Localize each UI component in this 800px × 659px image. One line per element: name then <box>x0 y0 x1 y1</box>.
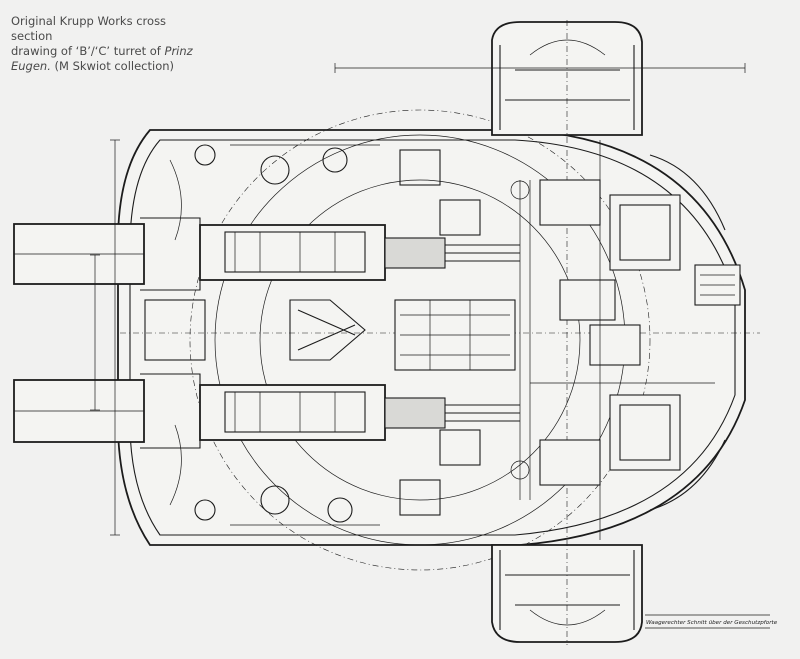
training-gear <box>649 154 741 511</box>
shell-hoists <box>519 140 681 540</box>
caption-ship-name-part2: Eugen. <box>11 59 51 73</box>
dimension-lines <box>90 63 746 536</box>
gun-barrels <box>13 217 201 449</box>
crew-seats-and-fittings <box>169 144 530 526</box>
rotation-circle <box>189 109 651 571</box>
photo-caption: Original Krupp Works cross section drawi… <box>11 14 201 74</box>
caption-credit: (M Skwiot collection) <box>50 59 175 73</box>
caption-line-2: drawing of ‘B’/‘C’ turret of Prinz <box>11 44 201 59</box>
caption-line-2-text: drawing of ‘B’/‘C’ turret of <box>11 44 165 58</box>
drawing-title-block: Waagerechter Schnitt über der Geschutzpf… <box>645 614 778 629</box>
inner-ring-circle <box>259 179 581 501</box>
centre-loading-gear <box>120 20 760 645</box>
caption-line-1: Original Krupp Works cross section <box>11 14 167 43</box>
lower-gun-cradle <box>199 384 520 441</box>
upper-gun-cradle <box>199 224 520 281</box>
caption-line-3: Eugen. (M Skwiot collection) <box>11 59 201 74</box>
drawing-title: Waagerechter Schnitt über der Geschutzpf… <box>646 620 778 626</box>
caption-ship-name-part1: Prinz <box>164 44 193 58</box>
